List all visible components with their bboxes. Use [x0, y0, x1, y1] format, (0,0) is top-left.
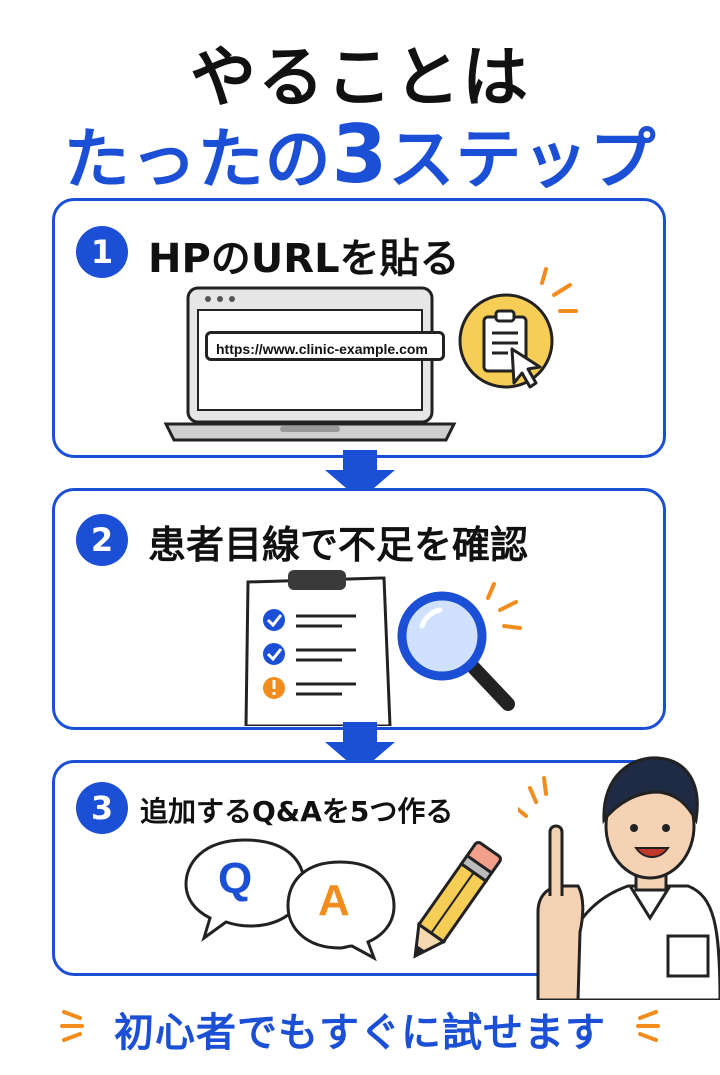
step-label-1: HPのURLを貼る — [148, 236, 460, 282]
step-number-2: 2 — [76, 514, 128, 566]
step-number-1: 1 — [76, 226, 128, 278]
laptop-icon — [163, 286, 457, 442]
checklist-clipboard-icon — [244, 570, 392, 726]
alert-icon — [263, 677, 285, 699]
q-label: Q — [218, 854, 253, 903]
down-arrow-icon-1 — [325, 450, 395, 500]
footer-sparkle-left — [60, 1010, 84, 1042]
title-prefix: たったの — [63, 121, 332, 198]
page-title-line1: やることは — [190, 39, 530, 116]
clipboard-icon — [458, 267, 578, 389]
footer-message: 初心者でもすぐに試せます — [114, 1010, 606, 1056]
check-icon — [263, 643, 285, 665]
pencil-icon — [413, 841, 502, 959]
title-suffix: ステップ — [388, 121, 657, 198]
check-icon — [263, 609, 285, 631]
step-label-3: 追加するQ&Aを5つ作る — [140, 795, 454, 828]
footer-sparkle-right — [636, 1010, 660, 1042]
magnifier-icon — [397, 582, 522, 711]
sparkle-lines — [540, 267, 578, 313]
a-label: A — [318, 876, 350, 925]
page-title-line2: たったの3ステップ — [0, 106, 720, 202]
title-number: 3 — [331, 108, 389, 201]
step-label-2: 患者目線で不足を確認 — [148, 523, 529, 567]
step-number-3: 3 — [76, 782, 128, 834]
down-arrow-icon-2 — [325, 722, 395, 772]
cursor-icon — [510, 347, 542, 389]
doctor-illustration — [518, 756, 720, 1000]
a-speech-bubble — [286, 860, 396, 962]
url-input: https://www.clinic-example.com — [205, 331, 445, 361]
